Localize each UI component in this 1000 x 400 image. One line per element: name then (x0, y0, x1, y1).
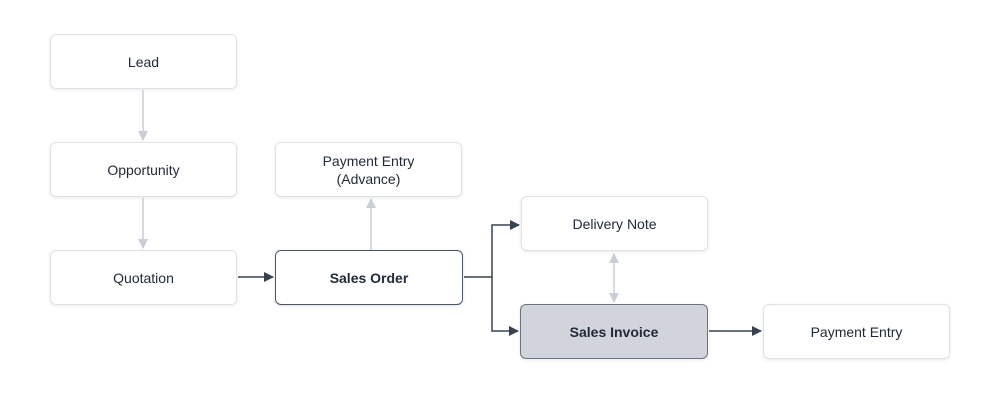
node-opportunity[interactable]: Opportunity (50, 142, 237, 197)
connector-salesorder-salesinvoice (491, 277, 519, 336)
node-quotation[interactable]: Quotation (50, 250, 237, 305)
node-lead[interactable]: Lead (50, 34, 237, 89)
node-opportunity-label: Opportunity (107, 161, 180, 178)
connector-salesorder-deliverynote (464, 220, 520, 278)
node-sales-invoice[interactable]: Sales Invoice (520, 304, 708, 359)
node-delivery-note[interactable]: Delivery Note (521, 196, 708, 251)
node-quotation-label: Quotation (113, 269, 174, 286)
node-delivery-note-label: Delivery Note (572, 215, 657, 232)
node-payment-entry-advance-label: Payment Entry (Advance) (322, 152, 415, 187)
node-payment-entry[interactable]: Payment Entry (763, 304, 950, 359)
node-sales-invoice-label: Sales Invoice (569, 323, 659, 340)
node-lead-label: Lead (127, 53, 160, 70)
node-sales-order[interactable]: Sales Order (275, 250, 463, 305)
node-payment-entry-label: Payment Entry (810, 323, 903, 340)
node-payment-entry-advance[interactable]: Payment Entry (Advance) (275, 142, 462, 197)
node-sales-order-label: Sales Order (329, 269, 409, 286)
